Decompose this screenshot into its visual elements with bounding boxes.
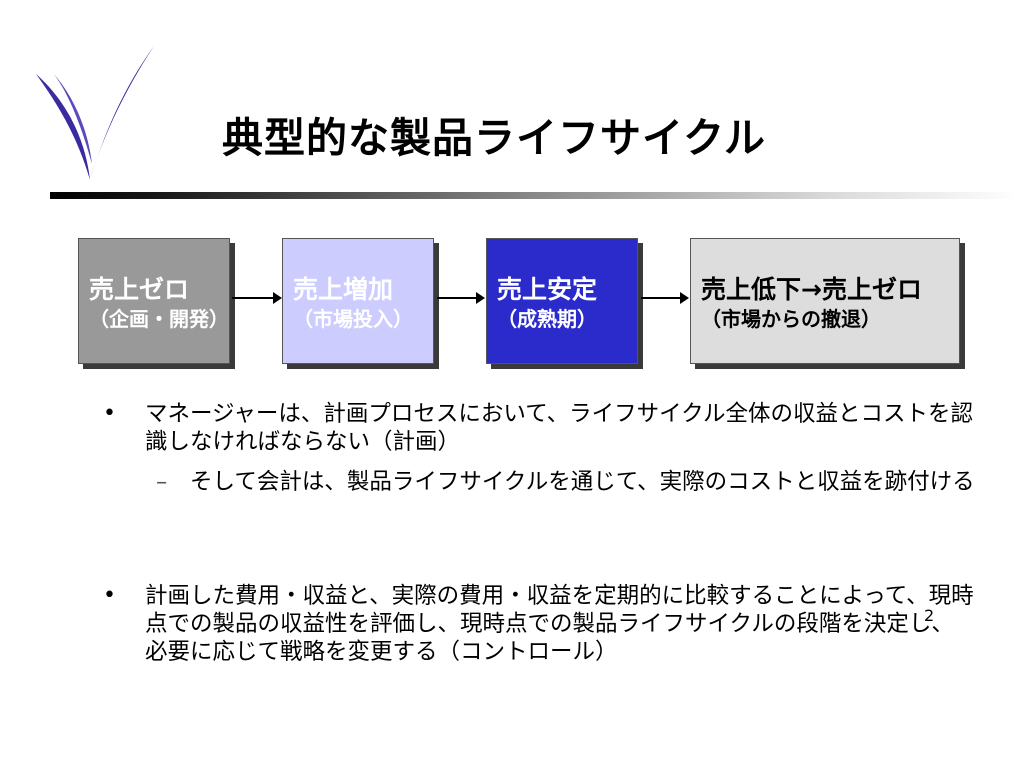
stage-label: 売上ゼロ [89, 275, 190, 304]
flow-arrow [641, 292, 689, 304]
title-divider [50, 192, 1020, 199]
bullet-text: マネージャーは、計画プロセスにおいて、ライフサイクル全体の収益とコストを認識しな… [145, 401, 974, 455]
sub-bullet-item: – そして会計は、製品ライフサイクルを通じて、実際のコストと収益を跡付ける [156, 468, 980, 496]
sub-bullet-mark: – [156, 469, 168, 495]
sub-bullet-text: そして会計は、製品ライフサイクルを通じて、実際のコストと収益を跡付ける [190, 469, 975, 495]
stage-box-sales-growth: 売上増加 （市場投入） [282, 238, 434, 364]
stage-box-sales-decline: 売上低下→売上ゼロ （市場からの撤退） [690, 238, 960, 364]
stage-box-zero-sales: 売上ゼロ （企画・開発） [78, 238, 230, 364]
stage-sublabel: （企画・開発） [89, 307, 229, 331]
bullet-item: • 計画した費用・収益と、実際の費用・収益を定期的に比較することによって、現時点… [103, 582, 975, 666]
bullet-mark: • [103, 583, 116, 608]
page-number: 2 [924, 606, 935, 625]
stage-sublabel: （成熟期） [497, 307, 597, 331]
stage-sublabel: （市場からの撤退） [701, 307, 881, 331]
stage-sublabel: （市場投入） [293, 307, 413, 331]
stage-label: 売上低下→売上ゼロ [701, 275, 922, 304]
bullet-text: 計画した費用・収益と、実際の費用・収益を定期的に比較することによって、現時点での… [145, 583, 974, 665]
slide-title: 典型的な製品ライフサイクル [222, 114, 766, 162]
stage-box-sales-stable: 売上安定 （成熟期） [486, 238, 638, 364]
stage-label: 売上安定 [497, 275, 598, 304]
flow-arrow [437, 292, 485, 304]
bullet-mark: • [103, 401, 116, 426]
flow-arrow [232, 292, 282, 304]
bullet-item: • マネージャーは、計画プロセスにおいて、ライフサイクル全体の収益とコストを認識… [103, 400, 975, 456]
stage-label: 売上増加 [293, 275, 394, 304]
v-logo-icon [36, 46, 154, 180]
